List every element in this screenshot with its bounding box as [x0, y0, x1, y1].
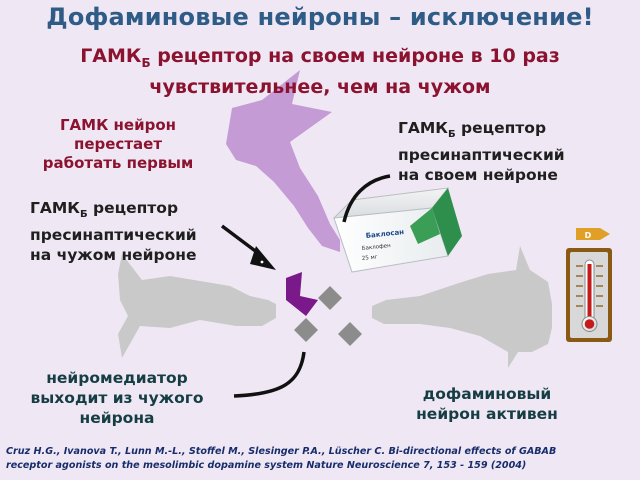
citation: Cruz H.G., Ivanova T., Lunn M.-L., Stoff…	[6, 446, 557, 471]
dopamine-neuron	[372, 246, 552, 368]
foreign-receptor	[286, 272, 318, 316]
gaba-neuron-label: ГАМК нейрон перестает работать первым	[42, 116, 194, 172]
thermometer-icon	[566, 248, 612, 342]
drug-box-dose: 25 мг	[362, 254, 378, 262]
drug-box-brand: Баклосан	[365, 228, 404, 240]
subtitle: ГАМКБ рецептор на своем нейроне в 10 раз…	[0, 44, 640, 99]
drug-box-subtext: Баклофен	[362, 243, 392, 252]
subtitle-subscript: Б	[141, 55, 151, 70]
neurotransmitter-vesicles	[294, 286, 362, 346]
subtitle-line-2: чувствительнее, чем на чужом	[149, 75, 491, 98]
foreign-receptor-label: ГАМКБ рецептор пресинаптический на чужом…	[30, 199, 197, 265]
subtitle-line-1: ГАМКБ рецептор на своем нейроне в 10 раз	[80, 45, 560, 70]
neurotransmitter-label: нейромедиатор выходит из чужого нейрона	[30, 369, 204, 427]
own-receptor-label: ГАМКБ рецептор пресинаптический на своем…	[398, 119, 565, 185]
gaba-neuron	[226, 70, 340, 252]
drug-box: Баклосан Баклофен 25 мг	[332, 187, 462, 273]
arrow-own-receptor	[342, 174, 391, 223]
page-title: Дофаминовые нейроны – исключение!	[46, 3, 594, 31]
foreign-neuron	[118, 254, 276, 358]
arrow-foreign-receptor	[220, 224, 276, 270]
badge: D	[576, 228, 610, 240]
badge-text: D	[585, 231, 592, 240]
dopamine-active-label: дофаминовый нейрон активен	[416, 385, 558, 423]
arrow-neurotransmitter	[233, 351, 306, 398]
